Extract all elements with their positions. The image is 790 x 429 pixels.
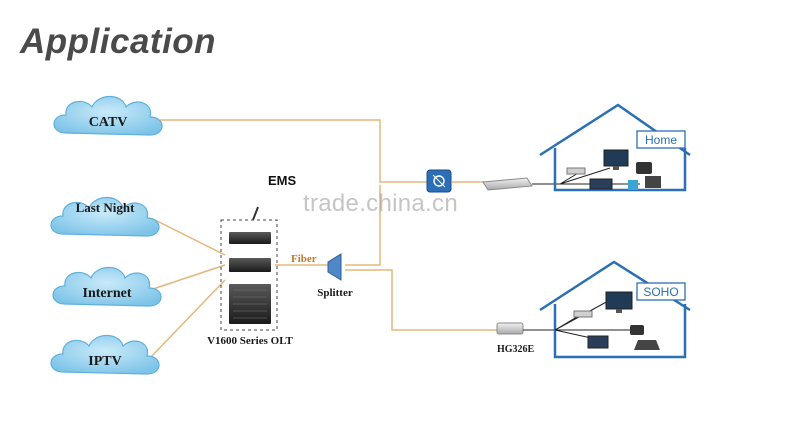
monitor-icon <box>605 291 633 313</box>
home-devices <box>559 167 640 185</box>
cloud-internet-label: Internet <box>83 286 132 301</box>
cloud-internet: Internet <box>52 266 162 307</box>
tv-icon <box>566 167 586 175</box>
soho-label: SOHO <box>643 285 678 299</box>
ems-label: EMS <box>268 173 297 188</box>
phone-icon <box>630 325 644 335</box>
laptop-icon <box>587 335 660 350</box>
monitor-icon <box>603 149 629 170</box>
cloud-partial-label: Last Night <box>76 200 136 215</box>
laptop-icon <box>589 176 661 190</box>
soho-ont-label: HG326E <box>497 344 535 355</box>
page-title: Application <box>20 22 217 61</box>
cloud-iptv: IPTV <box>50 334 160 375</box>
cloud-catv: CATV <box>53 95 163 136</box>
olt-dashed-frame <box>220 219 278 331</box>
olt-label: V1600 Series OLT <box>207 335 293 347</box>
line-internet <box>149 264 226 291</box>
cloud-last-night: Last Night <box>50 196 160 237</box>
watermark: trade.china.cn <box>303 190 458 217</box>
server-icon <box>229 232 271 244</box>
link-lines <box>149 119 498 359</box>
cloud-iptv-label: IPTV <box>88 354 121 369</box>
splitter-icon <box>327 253 342 281</box>
cloud-catv-label: CATV <box>89 115 128 130</box>
line-splitter-soho <box>345 269 498 331</box>
phone-icon <box>636 162 652 174</box>
home-label-box <box>636 130 686 149</box>
fiber-label: Fiber <box>291 253 317 265</box>
ont-router-icon <box>482 177 533 191</box>
line-iptv <box>149 279 226 359</box>
optical-combiner-icon <box>426 169 452 193</box>
ont-router-icon <box>496 322 524 335</box>
home-label: Home <box>645 133 677 147</box>
soho-label-box <box>636 282 686 301</box>
line-catv <box>160 119 435 183</box>
ems-antenna-icon <box>252 206 259 221</box>
olt-rack <box>220 219 278 331</box>
splitter-label: Splitter <box>317 287 353 299</box>
tv-icon <box>573 310 593 318</box>
server-icon <box>229 258 271 272</box>
line-splitter-combiner <box>345 185 381 266</box>
line-last-night <box>154 219 226 256</box>
